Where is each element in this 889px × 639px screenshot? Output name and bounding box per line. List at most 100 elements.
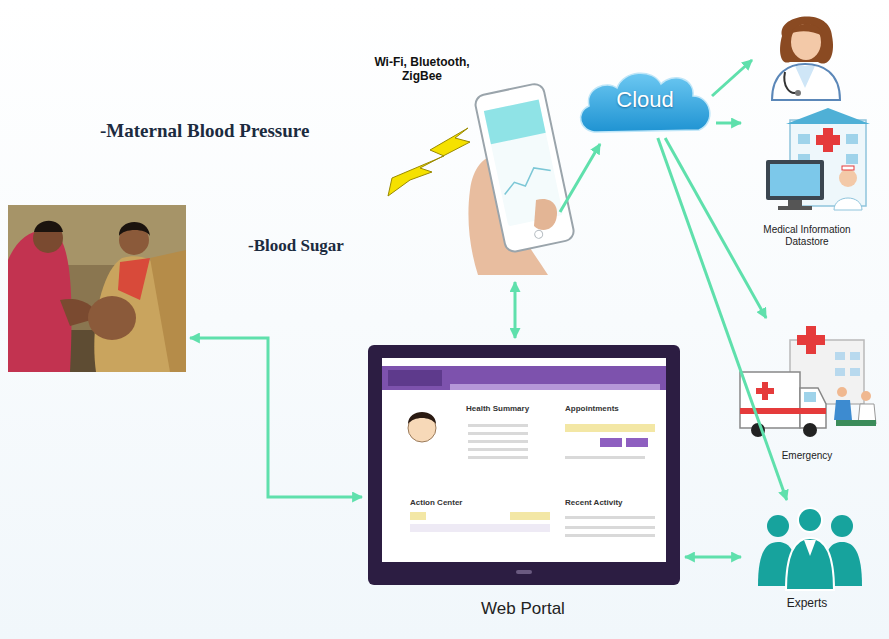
smartphone <box>534 199 557 230</box>
datastore-node: Medical Information Datastore <box>742 108 872 250</box>
emergency-icon <box>740 372 800 428</box>
experts-node: Experts <box>742 500 872 614</box>
mother-photo <box>88 296 136 340</box>
experts-icon <box>799 509 821 531</box>
monitor <box>468 424 528 427</box>
smartphone <box>468 82 575 275</box>
monitor <box>565 424 655 432</box>
vital-sign-label: -Blood Sugar <box>248 236 344 256</box>
smartphone <box>534 230 543 239</box>
doctor-icon <box>772 16 840 100</box>
monitor <box>468 440 528 443</box>
connector-arrow <box>685 556 741 559</box>
emergency-icon <box>861 391 871 401</box>
monitor <box>565 526 655 529</box>
vital-sign-label: -Maternal Blood Pressure <box>100 120 309 142</box>
mother-photo <box>119 222 150 236</box>
monitor <box>516 570 532 574</box>
smartphone <box>474 82 576 253</box>
monitor <box>468 432 528 435</box>
emergency-icon <box>834 400 852 420</box>
smartphone <box>474 82 576 253</box>
emergency-node: Emergency <box>732 318 882 464</box>
datastore-icon <box>766 160 824 200</box>
emergency-icon <box>837 387 847 397</box>
wireless-label: Wi-Fi, Bluetooth, ZigBee <box>360 56 484 84</box>
emergency-icon <box>835 352 845 360</box>
connector-arrow <box>658 138 787 500</box>
layout-arrow <box>712 60 752 96</box>
emergency-icon <box>797 335 825 345</box>
monitor <box>368 345 680 585</box>
layout-arrow <box>560 144 600 212</box>
doctor-icon <box>795 66 815 88</box>
node-label: Web Portal <box>481 599 565 619</box>
monitor <box>626 438 648 447</box>
experts-icon <box>767 515 789 537</box>
doctor-icon <box>790 24 823 36</box>
cloud-shape <box>581 73 710 132</box>
lightning-bolt <box>388 128 470 196</box>
node-label: Experts <box>787 597 828 611</box>
node-label: Emergency <box>782 450 833 462</box>
node-label: Cloud <box>616 87 673 112</box>
monitor <box>565 534 655 537</box>
connector-arrow <box>665 138 766 318</box>
experts-icon <box>804 540 816 556</box>
screen-heading: Action Center <box>410 498 462 507</box>
monitor <box>408 412 436 424</box>
mother-photo <box>8 205 186 372</box>
datastore-icon <box>766 108 870 210</box>
datastore-icon <box>842 166 854 170</box>
smartphone <box>501 165 554 195</box>
screen-heading: Recent Activity <box>565 498 623 507</box>
doctor-icon <box>772 64 840 100</box>
doctor-icon <box>784 72 798 93</box>
screen-heading: Appointments <box>565 404 619 413</box>
emergency-icon <box>850 368 860 376</box>
datastore-icon <box>816 135 840 145</box>
datastore-icon <box>770 164 820 196</box>
monitor <box>600 438 622 447</box>
monitor <box>510 512 550 520</box>
experts-icon <box>797 507 823 533</box>
emergency-icon <box>756 388 774 394</box>
layout-arrow <box>190 338 362 497</box>
monitor <box>565 456 645 459</box>
connector-arrow <box>716 122 741 125</box>
monitor <box>410 524 550 532</box>
datastore-icon <box>834 198 862 210</box>
web-portal-node: Web Portal <box>362 342 684 622</box>
emergency-icon <box>804 392 816 402</box>
datastore-icon <box>846 134 858 144</box>
datastore-icon <box>786 108 870 124</box>
emergency-icon <box>740 326 876 437</box>
experts-icon <box>831 515 853 537</box>
lightning-bolt <box>388 128 470 196</box>
datastore-icon <box>778 206 812 210</box>
datastore-icon <box>839 169 857 187</box>
doctor-icon <box>795 90 801 96</box>
doctor-icon <box>780 16 833 63</box>
emergency-icon <box>803 423 817 437</box>
monitor <box>565 516 655 519</box>
datastore-icon <box>798 134 810 144</box>
monitor <box>468 448 528 451</box>
layout-arrow <box>514 282 517 338</box>
emergency-icon <box>835 368 845 376</box>
smartphone <box>484 99 546 144</box>
monitor <box>388 370 442 386</box>
mother-photo <box>34 221 63 232</box>
datastore-icon <box>846 154 858 164</box>
monitor <box>468 456 528 459</box>
monitor <box>382 358 666 562</box>
monitor <box>382 366 666 390</box>
emergency-icon <box>850 352 860 360</box>
monitor <box>410 512 426 520</box>
monitor <box>450 384 660 390</box>
